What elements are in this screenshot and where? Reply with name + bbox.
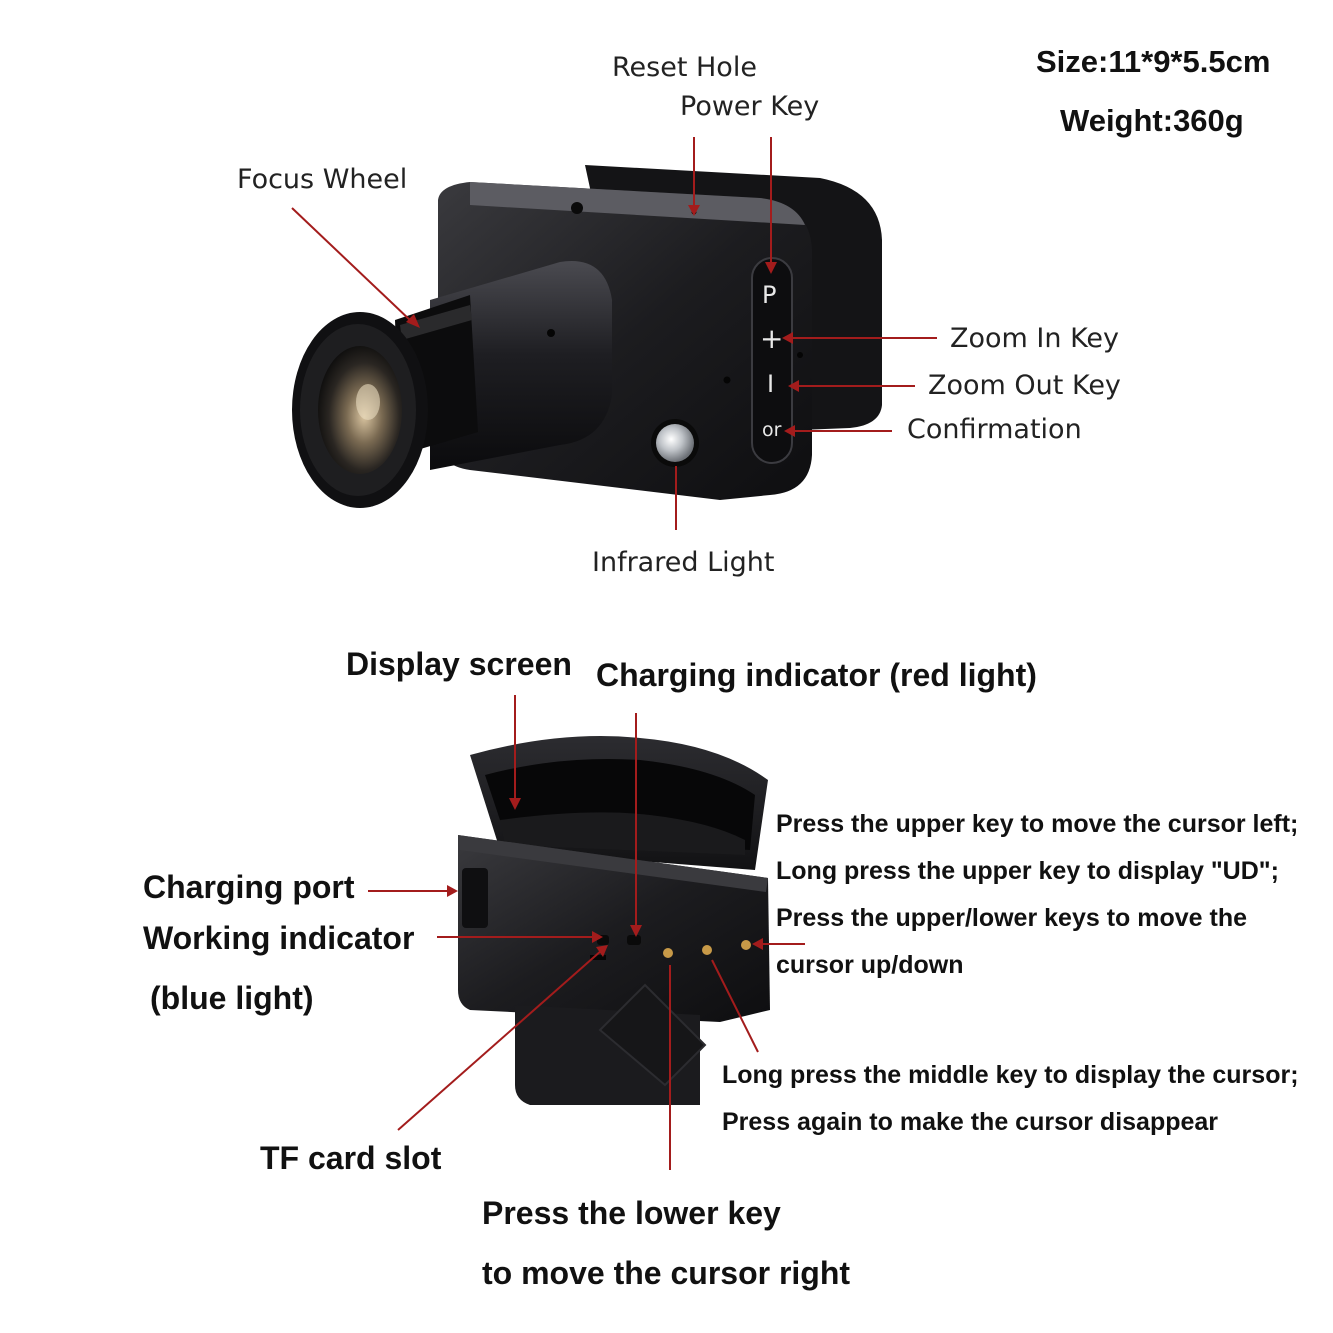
label-working-indicator-sub: (blue light) [150, 980, 314, 1016]
key-p: P [762, 281, 777, 309]
key-plus: + [760, 322, 784, 355]
label-confirmation: Confirmation [907, 414, 1082, 445]
charging-port [462, 868, 488, 928]
label-reset-hole: Reset Hole [612, 52, 757, 83]
charging-indicator-icon [627, 935, 641, 945]
key-ok: or [762, 419, 782, 441]
leader-arrowheads [406, 205, 799, 957]
middle-key-pin-icon [702, 945, 712, 955]
label-charging-indicator: Charging indicator (red light) [596, 657, 1037, 693]
top-screw-icon [571, 202, 583, 214]
label-power-key: Power Key [680, 91, 820, 122]
spec-weight: Weight:360g [1060, 103, 1244, 138]
label-middle-key-line2: Press again to make the cursor disappear [722, 1108, 1219, 1136]
lower-key-pin-icon [663, 948, 673, 958]
label-zoom-in-key: Zoom In Key [950, 323, 1120, 354]
display-unit [458, 736, 770, 1105]
label-upper-key-line2: Long press the upper key to display "UD"… [776, 857, 1279, 885]
label-lower-key-line1: Press the lower key [482, 1195, 781, 1231]
leader-lines [291, 137, 937, 1170]
spec-size: Size:11*9*5.5cm [1036, 44, 1271, 79]
label-upper-key-line3: Press the upper/lower keys to move the [776, 904, 1247, 932]
label-upper-key-line1: Press the upper key to move the cursor l… [776, 810, 1299, 838]
label-working-indicator: Working indicator [143, 920, 415, 956]
label-focus-wheel: Focus Wheel [237, 164, 408, 195]
upper-key-pin-icon [741, 940, 751, 950]
label-display-screen: Display screen [346, 646, 572, 682]
infrared-light-icon [656, 424, 694, 462]
label-upper-key-line4: cursor up/down [776, 951, 964, 979]
key-minus: I [767, 370, 775, 398]
tf-card-slot-icon [590, 955, 606, 960]
night-vision-camera [292, 165, 882, 508]
label-charging-port: Charging port [143, 869, 355, 905]
label-infrared-light: Infrared Light [592, 547, 775, 578]
label-zoom-out-key: Zoom Out Key [928, 370, 1121, 401]
label-tf-card-slot: TF card slot [260, 1140, 442, 1176]
label-middle-key-line1: Long press the middle key to display the… [722, 1061, 1299, 1089]
label-lower-key-line2: to move the cursor right [482, 1255, 851, 1291]
